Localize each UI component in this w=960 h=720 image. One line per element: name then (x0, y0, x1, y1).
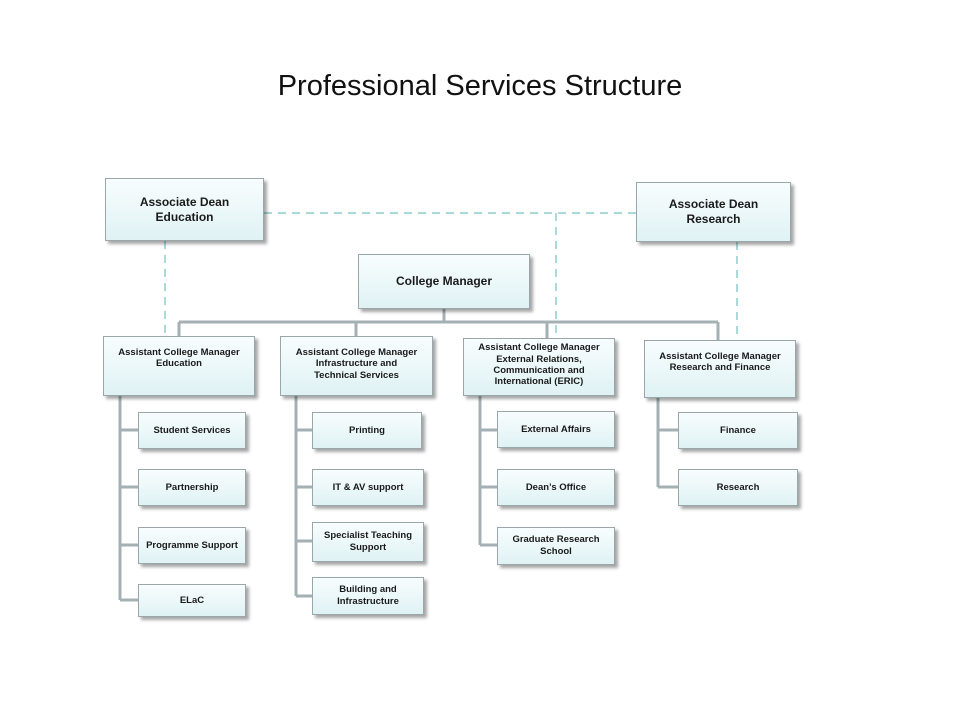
unit-external-affairs: External Affairs (497, 411, 615, 448)
page-title: Professional Services Structure (277, 70, 683, 102)
unit-elac: ELaC (138, 584, 246, 617)
unit-it-av-support: IT & AV support (312, 469, 424, 506)
unit-graduate-research-school: Graduate Research School (497, 527, 615, 565)
unit-deans-office: Dean’s Office (497, 469, 615, 506)
college-manager-box: College Manager (358, 254, 530, 309)
acm-infrastructure-box: Assistant College Manager Infrastructure… (280, 336, 433, 396)
unit-finance: Finance (678, 412, 798, 449)
unit-printing: Printing (312, 412, 422, 449)
unit-research: Research (678, 469, 798, 506)
acm-education-box: Assistant College Manager Education (103, 336, 255, 396)
acm-research-box: Assistant College Manager Research and F… (644, 340, 796, 398)
unit-specialist-teaching-support: Specialist Teaching Support (312, 522, 424, 562)
associate-dean-education-box: Associate Dean Education (105, 178, 264, 241)
unit-building-infrastructure: Building and Infrastructure (312, 577, 424, 615)
associate-dean-research-box: Associate Dean Research (636, 182, 791, 242)
unit-student-services: Student Services (138, 412, 246, 449)
acm-eric-box: Assistant College Manager External Relat… (463, 338, 615, 396)
unit-programme-support: Programme Support (138, 527, 246, 564)
unit-partnership: Partnership (138, 469, 246, 506)
